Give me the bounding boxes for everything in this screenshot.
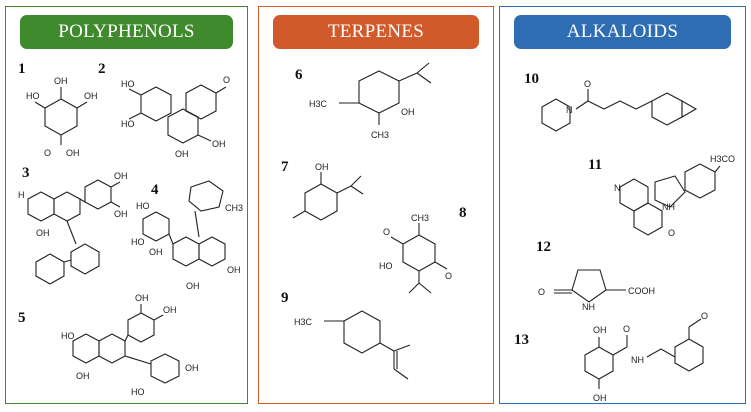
c8-o-1: O — [383, 227, 390, 237]
c4-ho-1: HO — [136, 201, 150, 211]
compound-4-flavonoid-glycoside-structure: HO HO OH OH OH CH3 — [131, 180, 243, 291]
c3-oh-1: OH — [114, 171, 128, 181]
compound-5-flavonoid-glycoside-structure: OH OH HO OH HO OH — [61, 293, 199, 397]
c2-o-top: O — [223, 75, 230, 85]
c12-nh: NH — [582, 302, 595, 312]
c1-oh-right: OH — [84, 91, 98, 101]
compound-3-flavonoid-glycoside-structure: OH OH H OH — [18, 171, 128, 285]
compound-4-number: 4 — [151, 182, 159, 198]
c3-oh-3: OH — [36, 228, 50, 238]
c5-oh-sugar: OH — [185, 363, 199, 373]
c9-h3c: H3C — [294, 317, 313, 327]
compound-11-carboline-alkaloid-structure: N NH H3CO O — [614, 154, 735, 238]
c13-oh-2: OH — [593, 393, 607, 403]
c5-oh-1: OH — [135, 293, 149, 303]
compound-5-number: 5 — [18, 310, 26, 326]
compound-6-number: 6 — [295, 67, 303, 83]
c6-oh: OH — [401, 107, 415, 117]
compound-2-ellagic-acid-structure: HO HO O OH OH — [121, 75, 230, 159]
c8-ch3: CH3 — [411, 213, 429, 223]
c4-ch3: CH3 — [225, 203, 243, 213]
c13-oh-1: OH — [593, 325, 607, 335]
alkaloids-banner: ALKALOIDS — [514, 15, 731, 49]
c1-o-label: O — [44, 148, 51, 158]
c11-n: N — [614, 183, 621, 193]
compound-2-number: 2 — [98, 61, 106, 77]
c4-oh-2: OH — [227, 265, 241, 275]
c2-oh-1: OH — [212, 139, 226, 149]
c4-oh-1: OH — [149, 247, 163, 257]
c11-h3co: H3CO — [710, 154, 735, 164]
c13-o-carbonyl: O — [623, 324, 630, 334]
compound-8-methoxy-terpene-structure: CH3 O HO O — [379, 213, 452, 294]
compound-8-number: 8 — [459, 205, 467, 221]
c10-n: N — [566, 105, 573, 115]
c12-cooh: COOH — [628, 286, 655, 296]
compound-13-number: 13 — [514, 332, 529, 348]
c6-ch3: CH3 — [371, 130, 389, 140]
compound-11-number: 11 — [588, 157, 603, 173]
polyphenols-banner: POLYPHENOLS — [20, 15, 233, 49]
compound-9-number: 9 — [281, 290, 289, 306]
compound-7-thymol-structure: OH — [292, 162, 364, 221]
c5-oh-2: OH — [163, 305, 177, 315]
compound-1-number: 1 — [18, 61, 26, 77]
compound-7-number: 7 — [281, 159, 289, 175]
c4-oh-3: OH — [186, 281, 200, 291]
c2-ho-2: HO — [121, 119, 135, 129]
c1-ho-left: HO — [26, 91, 40, 101]
c3-oh-2: OH — [114, 209, 128, 219]
c5-ho-sugar: HO — [131, 387, 145, 397]
c6-h3c: H3C — [309, 99, 328, 109]
c4-ho-2: HO — [131, 237, 145, 247]
c11-nh: NH — [662, 202, 675, 212]
c7-oh: OH — [315, 162, 329, 172]
c1-oh-acid: OH — [66, 148, 80, 158]
c13-o-methoxy: O — [701, 311, 708, 321]
c13-nh: NH — [631, 355, 644, 365]
terpenes-banner: TERPENES — [273, 15, 479, 49]
c10-o: O — [584, 79, 591, 89]
compound-13-amide-alkaloid-structure: OH OH O NH O — [584, 311, 708, 403]
compound-3-number: 3 — [22, 165, 30, 181]
compound-12-pyroglutamic-acid-structure: O NH COOH — [538, 269, 655, 312]
c5-oh-3: OH — [76, 371, 90, 381]
c5-ho: HO — [61, 331, 75, 341]
alkaloids-panel: ALKALOIDS 10 N O 11 N NH H3CO O 12 O NH … — [499, 6, 746, 404]
c12-o: O — [538, 287, 545, 297]
compound-6-terpinen-4-ol-structure: H3C OH CH3 — [309, 62, 432, 140]
c8-o-2: O — [445, 271, 452, 281]
c2-ho-1: HO — [121, 79, 135, 89]
c2-oh-2: OH — [175, 149, 189, 159]
c8-ho: HO — [379, 261, 393, 271]
compound-1-gallic-acid-structure: OH HO OH O OH — [26, 76, 98, 158]
compound-9-limonene-structure: H3C — [294, 310, 411, 380]
c3-h: H — [18, 190, 25, 200]
c1-oh-top: OH — [54, 76, 68, 86]
compound-10-piperine-structure: N O — [541, 79, 698, 132]
compound-10-number: 10 — [524, 71, 539, 87]
c11-o: O — [668, 228, 675, 238]
compound-12-number: 12 — [536, 239, 551, 255]
terpenes-panel: TERPENES 6 H3C OH CH3 7 OH 8 CH3 O HO O … — [258, 6, 494, 404]
